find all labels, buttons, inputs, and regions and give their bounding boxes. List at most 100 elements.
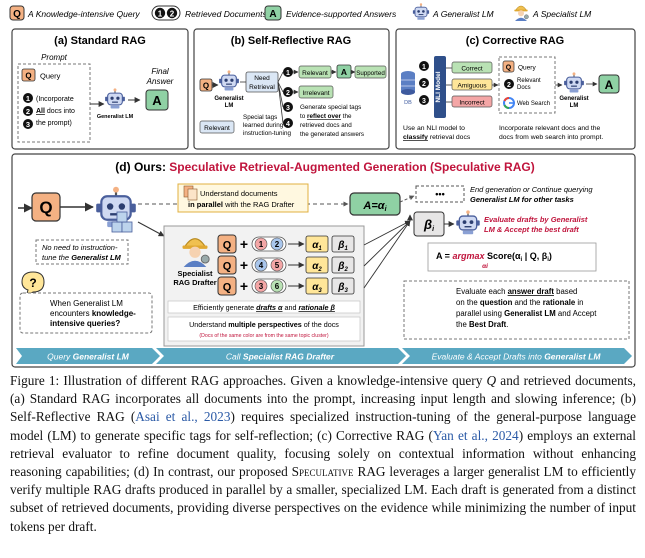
doc-3-number: 3 (286, 105, 290, 112)
incorporate-line-3: the prompt) (36, 120, 72, 127)
doc-4-icon (283, 118, 293, 128)
generalist-label-2: LM (225, 103, 234, 109)
stage-3-label: Evaluate & Accept Drafts into Generalist… (432, 352, 602, 362)
draft-doc-b-icon (270, 258, 284, 272)
draft-alpha-sub: 1 (318, 246, 322, 252)
query-glyph: Q (203, 82, 209, 91)
continue-dots: ••• (435, 189, 444, 199)
formula-i2: i (547, 257, 549, 263)
ee-4c: . (506, 320, 508, 329)
generate-tags-line-3: retrieved docs and (300, 122, 352, 129)
evaluate-each-line-3: parallel using Generalist LM and Accept (456, 309, 597, 318)
doc-3-icon (419, 95, 429, 105)
panel-d-title-red: Speculative Retrieval-Augmented Generati… (169, 160, 534, 174)
caption-s1: Illustration of different RAG approaches… (63, 373, 487, 388)
doc-1-icon (419, 61, 429, 71)
database-icon (401, 71, 415, 95)
draft-beta: β1 (337, 240, 348, 252)
legend-doc-1: 1 (158, 10, 163, 19)
answer-glyph: A (341, 67, 347, 77)
when-encounters: encounters (50, 309, 92, 318)
relevant-example-tag-label: Relevant (204, 125, 230, 132)
google-icon (503, 97, 515, 109)
formula: A = argmax Score(αi | Q, βi) (436, 251, 552, 263)
ee-3c: and Accept (556, 309, 598, 318)
caption-q: Q (486, 373, 497, 388)
formula-subscript: αi (482, 263, 488, 270)
final-answer-line-2: Answer (146, 77, 174, 86)
caption-s5: RAG leverages a larger generalist LM to … (10, 464, 636, 534)
query-label: Query (40, 72, 61, 81)
citation-asai[interactable]: Asai et al., 2023 (135, 409, 231, 425)
relevant-tag-label: Relevant (302, 70, 328, 77)
panel-d-title-prefix: (d) Ours: (115, 160, 169, 174)
stage2-a: Call (226, 352, 243, 362)
efficient-line: Efficiently generate drafts α and ration… (193, 303, 335, 312)
doc-1-number: 1 (286, 70, 290, 77)
nli-caption-line-1: Use an NLI model to (403, 125, 465, 132)
correct-tag-label: Correct (461, 66, 483, 73)
draft-doc-b-number: 2 (275, 240, 280, 249)
ee-2a: on the (456, 298, 480, 307)
draft-beta-box (331, 277, 355, 295)
no-need-generalist: Generalist LM (71, 253, 121, 262)
final-answer-icon (145, 89, 169, 111)
no-need-line-2: tune the Generalist LM (42, 253, 122, 262)
gen-the: the (341, 113, 352, 120)
formula-a: A = (436, 251, 452, 261)
panel-self-reflective-rag: (b) Self-Reflective RAG Q Generalist LM … (193, 28, 390, 150)
documents-icon (183, 185, 198, 201)
stage-1-arrow (16, 348, 160, 364)
generalist-label-1: Generalist (214, 96, 243, 102)
ee-2c: and the (512, 298, 542, 307)
understand-line-1: Understand documents (200, 189, 278, 198)
citation-yan[interactable]: Yan et al., 2024 (432, 427, 519, 443)
doc-2-icon (23, 106, 33, 116)
generate-tags-line-2: to reflect over the (300, 113, 352, 120)
relevant-docs-line-2: Docs (517, 85, 531, 91)
query-glyph: Q (39, 198, 52, 217)
continue-dots-box (415, 185, 465, 203)
irrelevant-tag (298, 85, 334, 99)
doc-2-number: 2 (26, 107, 30, 116)
generalist-label-2: LM (570, 103, 579, 109)
draft-alpha-box (305, 277, 329, 295)
doc-1-number: 1 (422, 64, 426, 71)
final-answer-glyph: A (152, 93, 162, 108)
draft-doc-b-icon (270, 279, 284, 293)
ee-1a: Evaluate each (456, 287, 508, 296)
incorrect-tag-label: Incorrect (459, 100, 484, 107)
ee-1c: based (554, 287, 577, 296)
doc-3-number: 3 (422, 98, 426, 105)
query-glyph: Q (506, 65, 512, 72)
a-eq-main: A=α (362, 200, 385, 212)
formula-q-beta: | Q, β (522, 251, 548, 261)
legend-specialist-label: A Specialist LM (532, 9, 592, 19)
when-line-3: intensive queries? (50, 319, 120, 328)
caption-s3: ) requires specialized instruction-tunin… (10, 409, 636, 443)
formula-close: ) (549, 251, 552, 261)
end-generation-line-1: End generation or Continue querying (470, 185, 593, 194)
formula-i: i (521, 257, 523, 263)
panel-a-title: (a) Standard RAG (54, 35, 146, 47)
rag-diagram: Q A Knowledge-intensive Query 1 2 Retrie… (9, 3, 636, 368)
mult-docs: of the docs (302, 320, 340, 329)
specialist-label-1: Specialist (177, 269, 213, 278)
answer-glyph: A (605, 78, 614, 92)
relevant-doc-icon (504, 79, 514, 89)
nli-model-label: NLI Model (435, 71, 442, 102)
web-search-label: Web Search (517, 101, 550, 107)
generalist-label: Generalist LM (97, 114, 134, 120)
perspectives-line: Understand multiple perspectives of the … (189, 320, 339, 329)
draft-doc-a-number: 3 (259, 282, 264, 291)
answer-equals-alpha: A=αi (362, 200, 387, 213)
efficient-box (167, 300, 361, 314)
draft-alpha-box (305, 235, 329, 253)
stage3-b: Generalist LM (544, 352, 601, 362)
eff-and: and (283, 303, 299, 312)
legend-query-icon (9, 5, 25, 21)
draft-beta-sub: 2 (343, 267, 348, 273)
answer-equals-alpha-box (349, 192, 401, 216)
draft-beta: β3 (337, 282, 348, 294)
need-retrieval-line-2: Retrieval (249, 84, 275, 91)
